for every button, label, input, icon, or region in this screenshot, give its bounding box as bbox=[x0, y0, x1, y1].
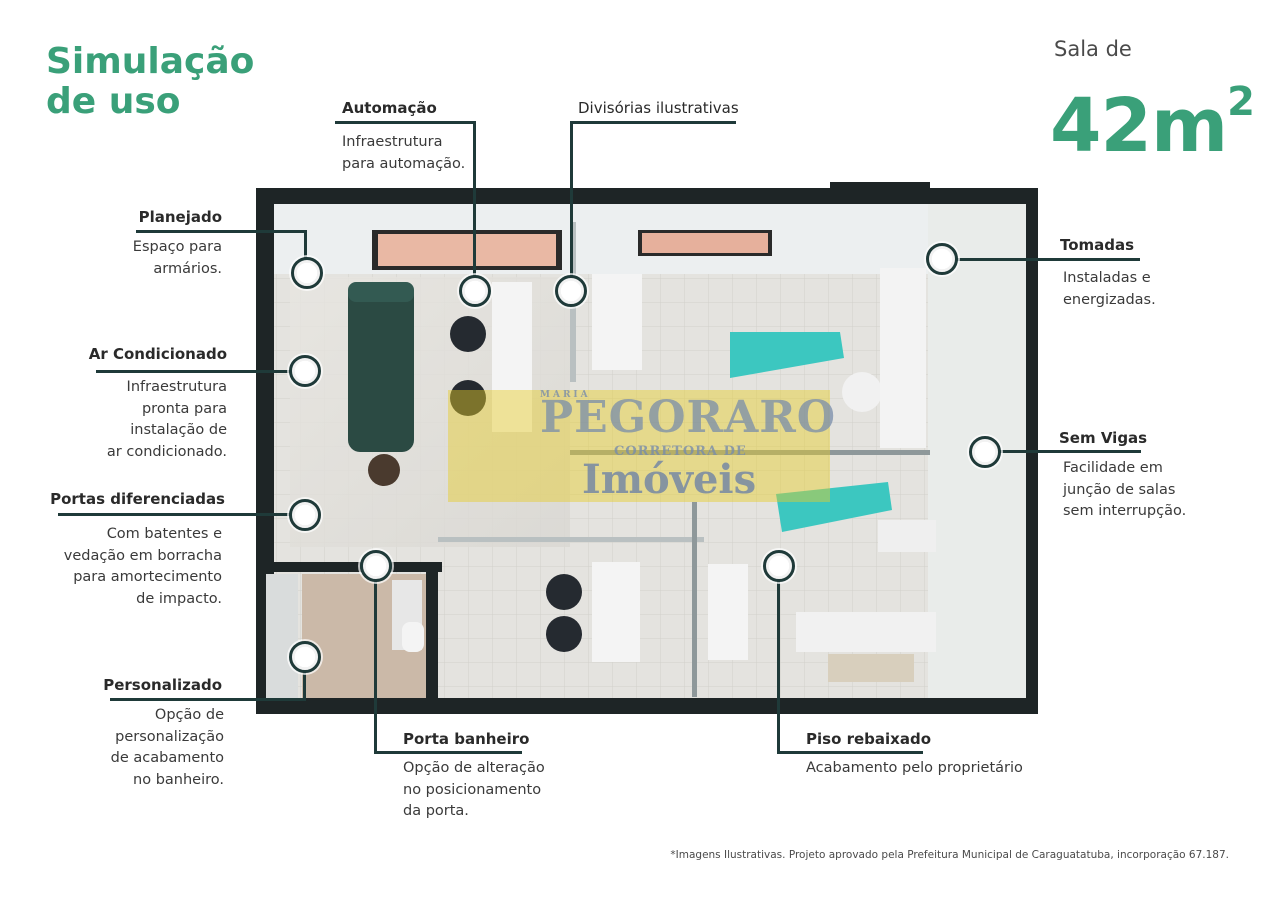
callout-divisorias-label: Divisórias ilustrativas bbox=[578, 99, 739, 117]
chair-3 bbox=[546, 574, 582, 610]
callout-portas-marker bbox=[289, 499, 321, 531]
callout-planejado-marker bbox=[291, 257, 323, 289]
partition-lower-vertical bbox=[692, 502, 697, 697]
callout-planejado-line-h bbox=[136, 230, 306, 233]
dental-chair-1 bbox=[730, 332, 844, 378]
callout-sem-vigas-marker bbox=[969, 436, 1001, 468]
callout-piso-marker bbox=[763, 550, 795, 582]
toilet bbox=[402, 622, 424, 652]
floor-mat bbox=[828, 654, 914, 682]
callout-sem-vigas-line bbox=[985, 450, 1141, 453]
callout-personalizado-marker bbox=[289, 641, 321, 673]
desk-1 bbox=[492, 282, 532, 432]
dental-stool-2 bbox=[878, 520, 936, 552]
desk-4 bbox=[708, 564, 748, 660]
storage-left bbox=[266, 574, 298, 698]
callout-automacao-line-h bbox=[335, 121, 475, 124]
cabinet-upper bbox=[880, 268, 926, 448]
callout-personalizado-line-h bbox=[110, 698, 306, 701]
callout-sem-vigas-label: Sem Vigas bbox=[1059, 429, 1148, 447]
area-prefix: Sala de bbox=[1054, 37, 1132, 61]
callout-automacao-marker bbox=[459, 275, 491, 307]
callout-portas-line bbox=[58, 513, 304, 516]
callout-planejado-desc: Espaço para armários. bbox=[132, 239, 222, 277]
title-line-2: de uso bbox=[46, 81, 181, 122]
area-value: 42m2 bbox=[1050, 62, 1255, 169]
callout-ar-marker bbox=[289, 355, 321, 387]
watermark-maria: MARIA bbox=[540, 390, 591, 400]
bathroom-divider bbox=[426, 562, 438, 702]
callout-personalizado-line-v bbox=[303, 657, 306, 701]
callout-divisorias-line-v bbox=[570, 121, 573, 291]
bathroom-wall bbox=[256, 562, 442, 572]
partition-middle bbox=[570, 450, 930, 455]
callout-piso-line-h bbox=[777, 751, 923, 754]
title-line-1: Simulação bbox=[46, 41, 255, 82]
callout-automacao-desc: Infraestrutura para automação. bbox=[342, 134, 466, 172]
floor-plan-illustration bbox=[256, 182, 1038, 714]
plant bbox=[368, 454, 400, 486]
desk-3 bbox=[592, 562, 640, 662]
callout-automacao-label: Automação bbox=[342, 99, 437, 117]
sofa bbox=[348, 282, 414, 452]
callout-porta-banheiro-line-v bbox=[374, 566, 377, 753]
callout-personalizado-label: Personalizado bbox=[103, 676, 222, 694]
chair-1 bbox=[450, 316, 486, 352]
callout-automacao-line-v bbox=[473, 121, 476, 291]
chair-2 bbox=[450, 380, 486, 416]
sofa-back bbox=[348, 282, 414, 302]
area-number: 42m bbox=[1050, 83, 1228, 169]
chair-4 bbox=[546, 616, 582, 652]
callout-planejado-label: Planejado bbox=[138, 208, 222, 226]
dental-stool-1 bbox=[842, 372, 882, 412]
callout-tomadas-line bbox=[942, 258, 1140, 261]
partition-lower bbox=[438, 537, 704, 542]
callout-porta-banheiro-marker bbox=[360, 550, 392, 582]
callout-portas-desc: Com batentes e vedação em borracha para … bbox=[63, 526, 222, 607]
callout-divisorias-line-h bbox=[570, 121, 736, 124]
callout-porta-banheiro-label: Porta banheiro bbox=[403, 730, 530, 748]
callout-piso-line-v bbox=[777, 566, 780, 753]
watermark-main: Imóveis bbox=[582, 456, 757, 503]
callout-portas-label: Portas diferenciadas bbox=[50, 490, 225, 508]
callout-personalizado-desc: Opção de personalização de acabamento no… bbox=[110, 707, 224, 788]
callout-tomadas-marker bbox=[926, 243, 958, 275]
counter-lower bbox=[796, 612, 936, 652]
watermark-subtitle: CORRETORA DE bbox=[614, 444, 747, 459]
callout-tomadas-desc: Instaladas e energizadas. bbox=[1063, 270, 1156, 308]
watermark-brand: PEGORARO bbox=[540, 392, 837, 443]
callout-piso-desc: Acabamento pelo proprietário bbox=[806, 760, 1023, 776]
dental-chair-2 bbox=[776, 482, 892, 532]
top-opening bbox=[830, 182, 930, 192]
desk-2 bbox=[592, 274, 642, 370]
callout-ar-desc: Infraestrutura pronta para instalação de… bbox=[106, 379, 227, 460]
tv-left-screen bbox=[378, 234, 556, 266]
callout-sem-vigas-desc: Facilidade em junção de salas sem interr… bbox=[1063, 460, 1187, 519]
callout-divisorias-marker bbox=[555, 275, 587, 307]
callout-porta-banheiro-desc: Opção de alteração no posicionamento da … bbox=[403, 760, 545, 819]
callout-porta-banheiro-line-h bbox=[374, 751, 522, 754]
callout-planejado-line-v bbox=[304, 230, 307, 273]
footnote: *Imagens Ilustrativas. Projeto aprovado … bbox=[670, 849, 1229, 861]
callout-tomadas-label: Tomadas bbox=[1060, 236, 1135, 254]
page-title: Simulação de uso bbox=[46, 42, 306, 122]
watermark-background bbox=[448, 390, 830, 502]
tv-right-screen bbox=[642, 233, 768, 253]
callout-ar-line bbox=[96, 370, 304, 373]
area-unit-superscript: 2 bbox=[1227, 79, 1255, 125]
callout-piso-label: Piso rebaixado bbox=[806, 730, 932, 748]
callout-ar-label: Ar Condicionado bbox=[88, 345, 227, 363]
